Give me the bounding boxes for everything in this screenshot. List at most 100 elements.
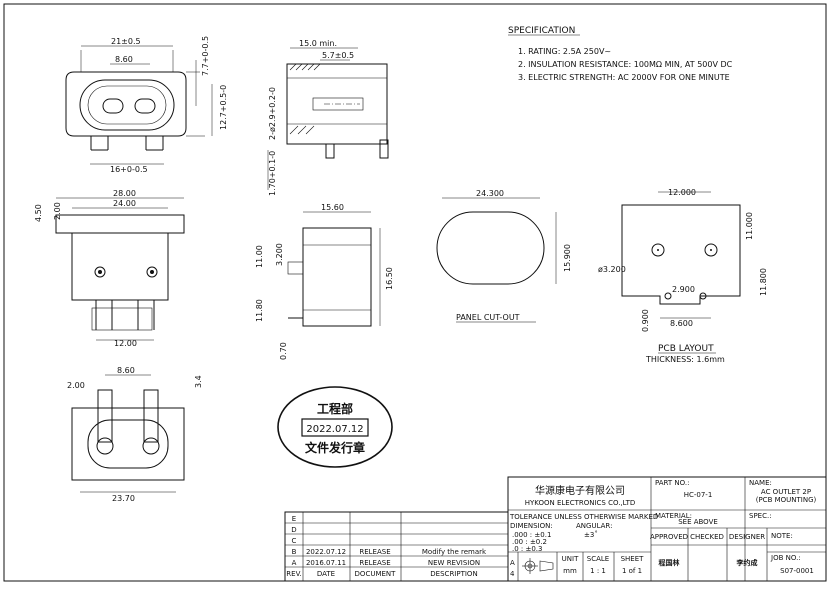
checked-label: CHECKED [690, 533, 724, 541]
designer-signature: 李约成 [736, 558, 758, 567]
part-no-label: PART NO.: [655, 479, 689, 487]
rev-row-c: C [292, 537, 297, 545]
stamp-top-text: 工程部 [317, 401, 353, 416]
part-no-value: HC-07-1 [684, 491, 713, 499]
designer-label: DESIGNER [729, 533, 765, 541]
dim-pcb-11000: 11.000 [745, 212, 754, 240]
unit-label: UNIT [562, 555, 579, 563]
dim-side2-3200: 3.200 [275, 243, 284, 266]
dimension-label: DIMENSION: [510, 522, 553, 530]
tolerance-line: TOLERANCE UNLESS OTHERWISE MARKED [509, 513, 658, 521]
scale-value: 1 : 1 [590, 567, 606, 575]
pcb-layout-view: 12.000 11.000 ø3.200 11.800 2.900 0.900 … [598, 188, 768, 364]
panel-cutout-label: PANEL CUT-OUT [456, 313, 520, 322]
rev-row-b: B [292, 548, 297, 556]
tolerance-0: .0 : ±0.3 [512, 545, 543, 553]
revision-table: E D C B 2022.07.12 RELEASE Modify the re… [284, 511, 509, 582]
dim-side2-1180: 11.80 [255, 299, 264, 322]
rev-header-description: DESCRIPTION [430, 570, 477, 578]
name-label: NAME: [749, 479, 772, 487]
panel-cutout-view: 24.300 15.900 PANEL CUT-OUT [436, 189, 572, 323]
approved-label: APPROVED [650, 533, 688, 541]
side-view-mid: 15.60 11.00 3.200 16.50 11.80 0.70 [255, 203, 394, 360]
dim-mid-2400: 24.00 [113, 199, 136, 208]
specification-block: SPECIFICATION 1. RATING: 2.5A 250V~ 2. I… [508, 26, 733, 82]
dim-side2-1650: 16.50 [385, 267, 394, 290]
approved-signature: 程国林 [659, 558, 681, 567]
spec-label: SPEC.: [749, 512, 772, 520]
side-view-top: 15.0 min. 5.7±0.5 2-ø2.9+0.2-0 1.70+0.1-… [267, 39, 389, 196]
rev-header-rev: REV. [286, 570, 301, 578]
pcb-layout-label: PCB LAYOUT [658, 344, 714, 354]
mid-front-view: 28.00 24.00 4.50 2.00 12.00 [34, 189, 185, 348]
projection-a: A [510, 559, 515, 567]
dim-pcb-12000: 12.000 [668, 188, 696, 197]
dim-panel-24300: 24.300 [476, 189, 504, 198]
dim-pcb-8600: 8.600 [670, 319, 693, 328]
dim-pcb-3200: ø3.200 [598, 265, 626, 274]
job-no-value: S07-0001 [780, 567, 814, 575]
stamp-bottom-text: 文件发行章 [305, 440, 365, 455]
dim-pcb-0900: 0.900 [641, 309, 650, 332]
projection-symbol-icon [522, 558, 554, 574]
dim-side2-1100: 11.00 [255, 245, 264, 268]
material-value: SEE ABOVE [678, 518, 718, 526]
dim-front-21: 21±0.5 [111, 37, 141, 46]
dim-side2-070: 0.70 [279, 342, 288, 360]
rev-header-document: DOCUMENT [355, 570, 397, 578]
company-name-cn: 华源康电子有限公司 [535, 484, 625, 497]
dim-mid-200: 2.00 [53, 202, 62, 220]
dim-mid-1200: 12.00 [114, 339, 137, 348]
spec-line-2: 2. INSULATION RESISTANCE: 100MΩ MIN, AT … [518, 60, 733, 69]
dim-front-127: 12.7+0.5-0 [219, 85, 228, 130]
dim-side-57: 5.7±0.5 [322, 51, 354, 60]
unit-value: mm [563, 567, 577, 575]
dim-front-860: 8.60 [115, 55, 133, 64]
angular-value: ±3˚ [584, 531, 598, 539]
dim-side-17: 1.70+0.1-0 [268, 151, 277, 196]
tolerance-000: .000 : ±0.1 [512, 531, 551, 539]
dim-side-150: 15.0 min. [299, 39, 337, 48]
rev-header-date: DATE [317, 570, 335, 578]
dim-pcb-11800: 11.800 [759, 268, 768, 296]
name-line-2: (PCB MOUNTING) [756, 496, 817, 504]
rev-row-a: A [292, 559, 297, 567]
angular-label: ANGULAR: [576, 522, 612, 530]
rev-row-b-date: 2022.07.12 [306, 548, 346, 556]
spec-line-1: 1. RATING: 2.5A 250V~ [518, 47, 611, 56]
rev-row-a-date: 2016.07.11 [306, 559, 346, 567]
note-label: NOTE: [771, 532, 793, 540]
dim-bot-34: 3.4 [194, 375, 203, 388]
bottom-view: 23.70 8.60 2.00 3.4 [67, 366, 203, 503]
front-view: 21±0.5 8.60 7.7+0-0.5 12.7+0.5-0 16+0-0.… [65, 36, 228, 174]
dim-bot-200: 2.00 [67, 381, 85, 390]
scale-label: SCALE [587, 555, 609, 563]
rev-row-a-document: RELEASE [359, 559, 390, 567]
dim-side2-1560: 15.60 [321, 203, 344, 212]
dim-mid-450: 4.50 [34, 204, 43, 222]
stamp-date: 2022.07.12 [306, 424, 363, 435]
dim-front-16: 16+0-0.5 [110, 165, 148, 174]
job-no-label: JOB NO.: [770, 554, 801, 562]
dim-bot-2370: 23.70 [112, 494, 135, 503]
dim-pcb-2900: 2.900 [672, 285, 695, 294]
pcb-thickness-label: THICKNESS: 1.6mm [645, 355, 725, 364]
rev-row-b-description: Modify the remark [422, 548, 487, 556]
dim-mid-2800: 28.00 [113, 189, 136, 198]
rev-row-d: D [291, 526, 296, 534]
rev-row-e: E [292, 515, 296, 523]
material-label: MATERIAL: [655, 512, 692, 520]
sheet-label: SHEET [621, 555, 645, 563]
company-name-en: HYKOON ELECTRONICS CO.,LTD [525, 499, 636, 507]
tolerance-00: .00 : ±0.2 [512, 538, 547, 546]
name-line-1: AC OUTLET 2P [761, 488, 811, 496]
spec-line-3: 3. ELECTRIC STRENGTH: AC 2000V FOR ONE M… [518, 73, 730, 82]
title-block: 华源康电子有限公司 HYKOON ELECTRONICS CO.,LTD PAR… [507, 476, 827, 582]
rev-row-b-document: RELEASE [359, 548, 390, 556]
dim-side-29: 2-ø2.9+0.2-0 [268, 87, 277, 140]
dim-panel-15900: 15.900 [563, 244, 572, 272]
rev-row-a-description: NEW REVISION [428, 559, 480, 567]
spec-title: SPECIFICATION [508, 26, 575, 36]
